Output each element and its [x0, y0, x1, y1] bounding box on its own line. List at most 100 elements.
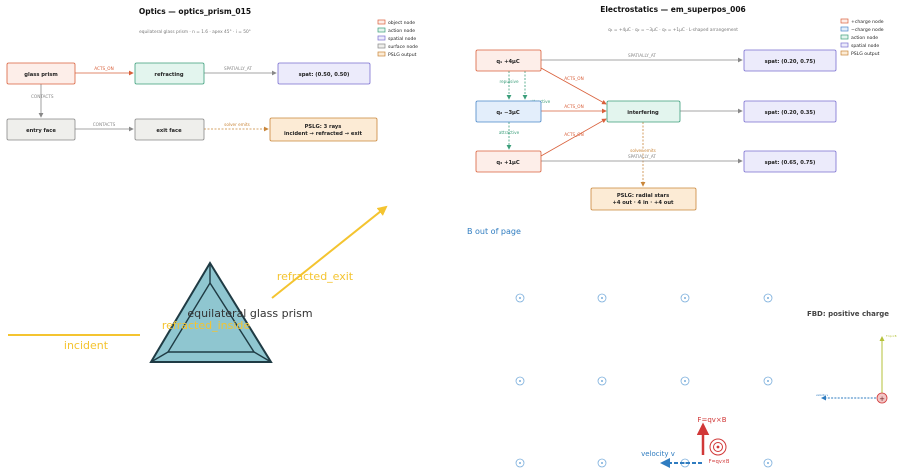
b-field-dot-center — [767, 462, 769, 464]
node-pslg-line1: PSLG: radial stars — [617, 193, 669, 199]
node-spat-3-label: spat: (0.65, 0.75) — [765, 160, 816, 166]
edge-acts-on-q3 — [540, 118, 607, 157]
b-field-dot-icon — [597, 458, 607, 468]
b-field-dot-center — [684, 462, 686, 464]
node-spatial — [277, 62, 371, 85]
node-q2-label: q₂ −3μC — [496, 110, 520, 116]
b-field-dot-center — [767, 297, 769, 299]
fbd-velocity-label: velocity v — [816, 393, 829, 397]
node-pslg-line1: PSLG: 3 rays — [305, 124, 342, 130]
legend-swatch-surface — [377, 43, 386, 49]
electro-title: Electrostatics — em_superpos_006 — [600, 5, 746, 14]
node-refracting-label: refracting — [154, 72, 183, 78]
b-field-dot-center — [519, 462, 521, 464]
node-q1 — [475, 49, 542, 72]
node-q1-label: q₁ +4μC — [496, 59, 520, 65]
legend-swatch-pos — [840, 18, 849, 24]
optics-subtitle: equilateral glass prism · n = 1.6 · apex… — [139, 29, 251, 35]
edge-label-spatially-at-low: SPATIALLY_AT — [628, 154, 656, 159]
fbd-charge-icon — [876, 392, 888, 404]
edge-label-attractive-2: attractive — [499, 130, 520, 135]
force-label-small: F=qv×B — [709, 459, 730, 465]
b-field-dot-icon — [763, 458, 773, 468]
b-field-dot-icon — [515, 376, 525, 386]
node-exit-face — [134, 118, 205, 141]
edge-label-spatially-at-top: SPATIALLY_AT — [628, 53, 656, 58]
legend-swatch-spatial — [377, 35, 386, 41]
node-q3 — [475, 150, 542, 173]
legend-label: PSLG output — [388, 52, 417, 58]
legend-swatch-spatial — [840, 42, 849, 48]
b-field-dot-center — [601, 297, 603, 299]
b-field-dot-icon — [680, 376, 690, 386]
legend-label: action node — [388, 28, 415, 34]
node-interfering — [606, 100, 681, 123]
fbd-force-label: F=qv×B — [886, 334, 897, 338]
refracted-exit-label: refracted_exit — [277, 270, 354, 283]
edge-label-acts-on-q2: ACTS_ON — [564, 104, 583, 109]
node-spatial-label: spat: (0.50, 0.50) — [299, 72, 350, 78]
legend-label: object node — [388, 20, 415, 26]
b-field-dot-center — [684, 297, 686, 299]
node-spat-3 — [743, 150, 837, 173]
incident-label: incident — [64, 339, 109, 352]
b-field-dot-icon — [763, 293, 773, 303]
b-field-dot-icon — [515, 293, 525, 303]
node-spat-1-label: spat: (0.20, 0.75) — [765, 59, 816, 65]
b-field-dot-icon — [515, 458, 525, 468]
node-interfering-label: interfering — [627, 110, 659, 116]
legend-label: action node — [851, 35, 878, 41]
legend-label: +charge node — [851, 19, 884, 25]
b-field-dot-center — [519, 297, 521, 299]
node-q2 — [475, 100, 542, 123]
edge-acts-on-q1 — [540, 67, 607, 105]
node-pslg — [590, 187, 697, 211]
legend-swatch-action — [377, 27, 386, 33]
node-pslg-line2: incident → refracted → exit — [284, 131, 362, 137]
edge-label-repulsive: repulsive — [499, 79, 519, 84]
b-field-dot-icon — [763, 376, 773, 386]
legend-swatch-action — [840, 34, 849, 40]
edge-label-solver-emits: solver emits — [224, 122, 250, 127]
legend-label: PSLG output — [851, 51, 880, 57]
legend-swatch-neg — [840, 26, 849, 32]
legend-label: spatial node — [388, 36, 416, 42]
edge-label-solver-emits: solver emits — [630, 148, 656, 153]
node-entry-face-label: entry face — [26, 128, 56, 134]
b-field-dot-center — [767, 380, 769, 382]
b-field-label: B out of page — [467, 227, 521, 236]
node-pslg — [269, 117, 378, 142]
node-exit-face-label: exit face — [156, 128, 182, 134]
edge-label-acts-on-q3: ACTS_ON — [564, 132, 583, 137]
node-entry-face — [6, 118, 76, 141]
b-out-of-page-icon — [709, 438, 727, 456]
node-spat-1 — [743, 49, 837, 72]
b-field-grid — [515, 293, 773, 468]
force-label: F=qv×B — [697, 416, 726, 424]
b-field-dot-icon — [597, 293, 607, 303]
b-field-dot-center — [601, 462, 603, 464]
legend-label: −charge node — [851, 27, 884, 33]
edge-label-contacts-horizontal: CONTACTS — [93, 122, 116, 127]
edge-label-spatially-at: SPATIALLY_AT — [224, 66, 252, 71]
edge-label-acts-on-q1: ACTS_ON — [564, 76, 583, 81]
velocity-label: velocity v — [641, 450, 675, 458]
refracted-inside-label: refracted_inside — [162, 319, 251, 332]
node-pslg-line2: +4 out · 4 in · +4 out — [612, 200, 674, 206]
node-q3-label: q₃ +1μC — [496, 160, 520, 166]
fbd-title: FBD: positive charge — [807, 310, 889, 318]
node-glass-prism — [6, 62, 76, 85]
electrostatics-panel: Electrostatics — em_superpos_006 q₁ = +4… — [475, 5, 884, 211]
edge-label-acts-on: ACTS_ON — [94, 66, 113, 71]
optics-legend: object node action node spatial node sur… — [377, 19, 418, 58]
node-spat-2-label: spat: (0.20, 0.35) — [765, 110, 816, 116]
node-spat-2 — [743, 100, 837, 123]
optics-title: Optics — optics_prism_015 — [139, 7, 251, 16]
legend-swatch-object — [377, 19, 386, 25]
electro-legend: +charge node −charge node action node sp… — [840, 18, 884, 57]
optics-panel: Optics — optics_prism_015 equilateral gl… — [6, 7, 418, 363]
magnetism-panel: B out of page FBD: positive charge F=qv×… — [467, 227, 897, 468]
electro-subtitle: q₁ = +4μC · q₂ = −3μC · q₃ = +1μC · L-sh… — [608, 27, 738, 33]
prism-label: equilateral glass prism — [187, 307, 312, 320]
